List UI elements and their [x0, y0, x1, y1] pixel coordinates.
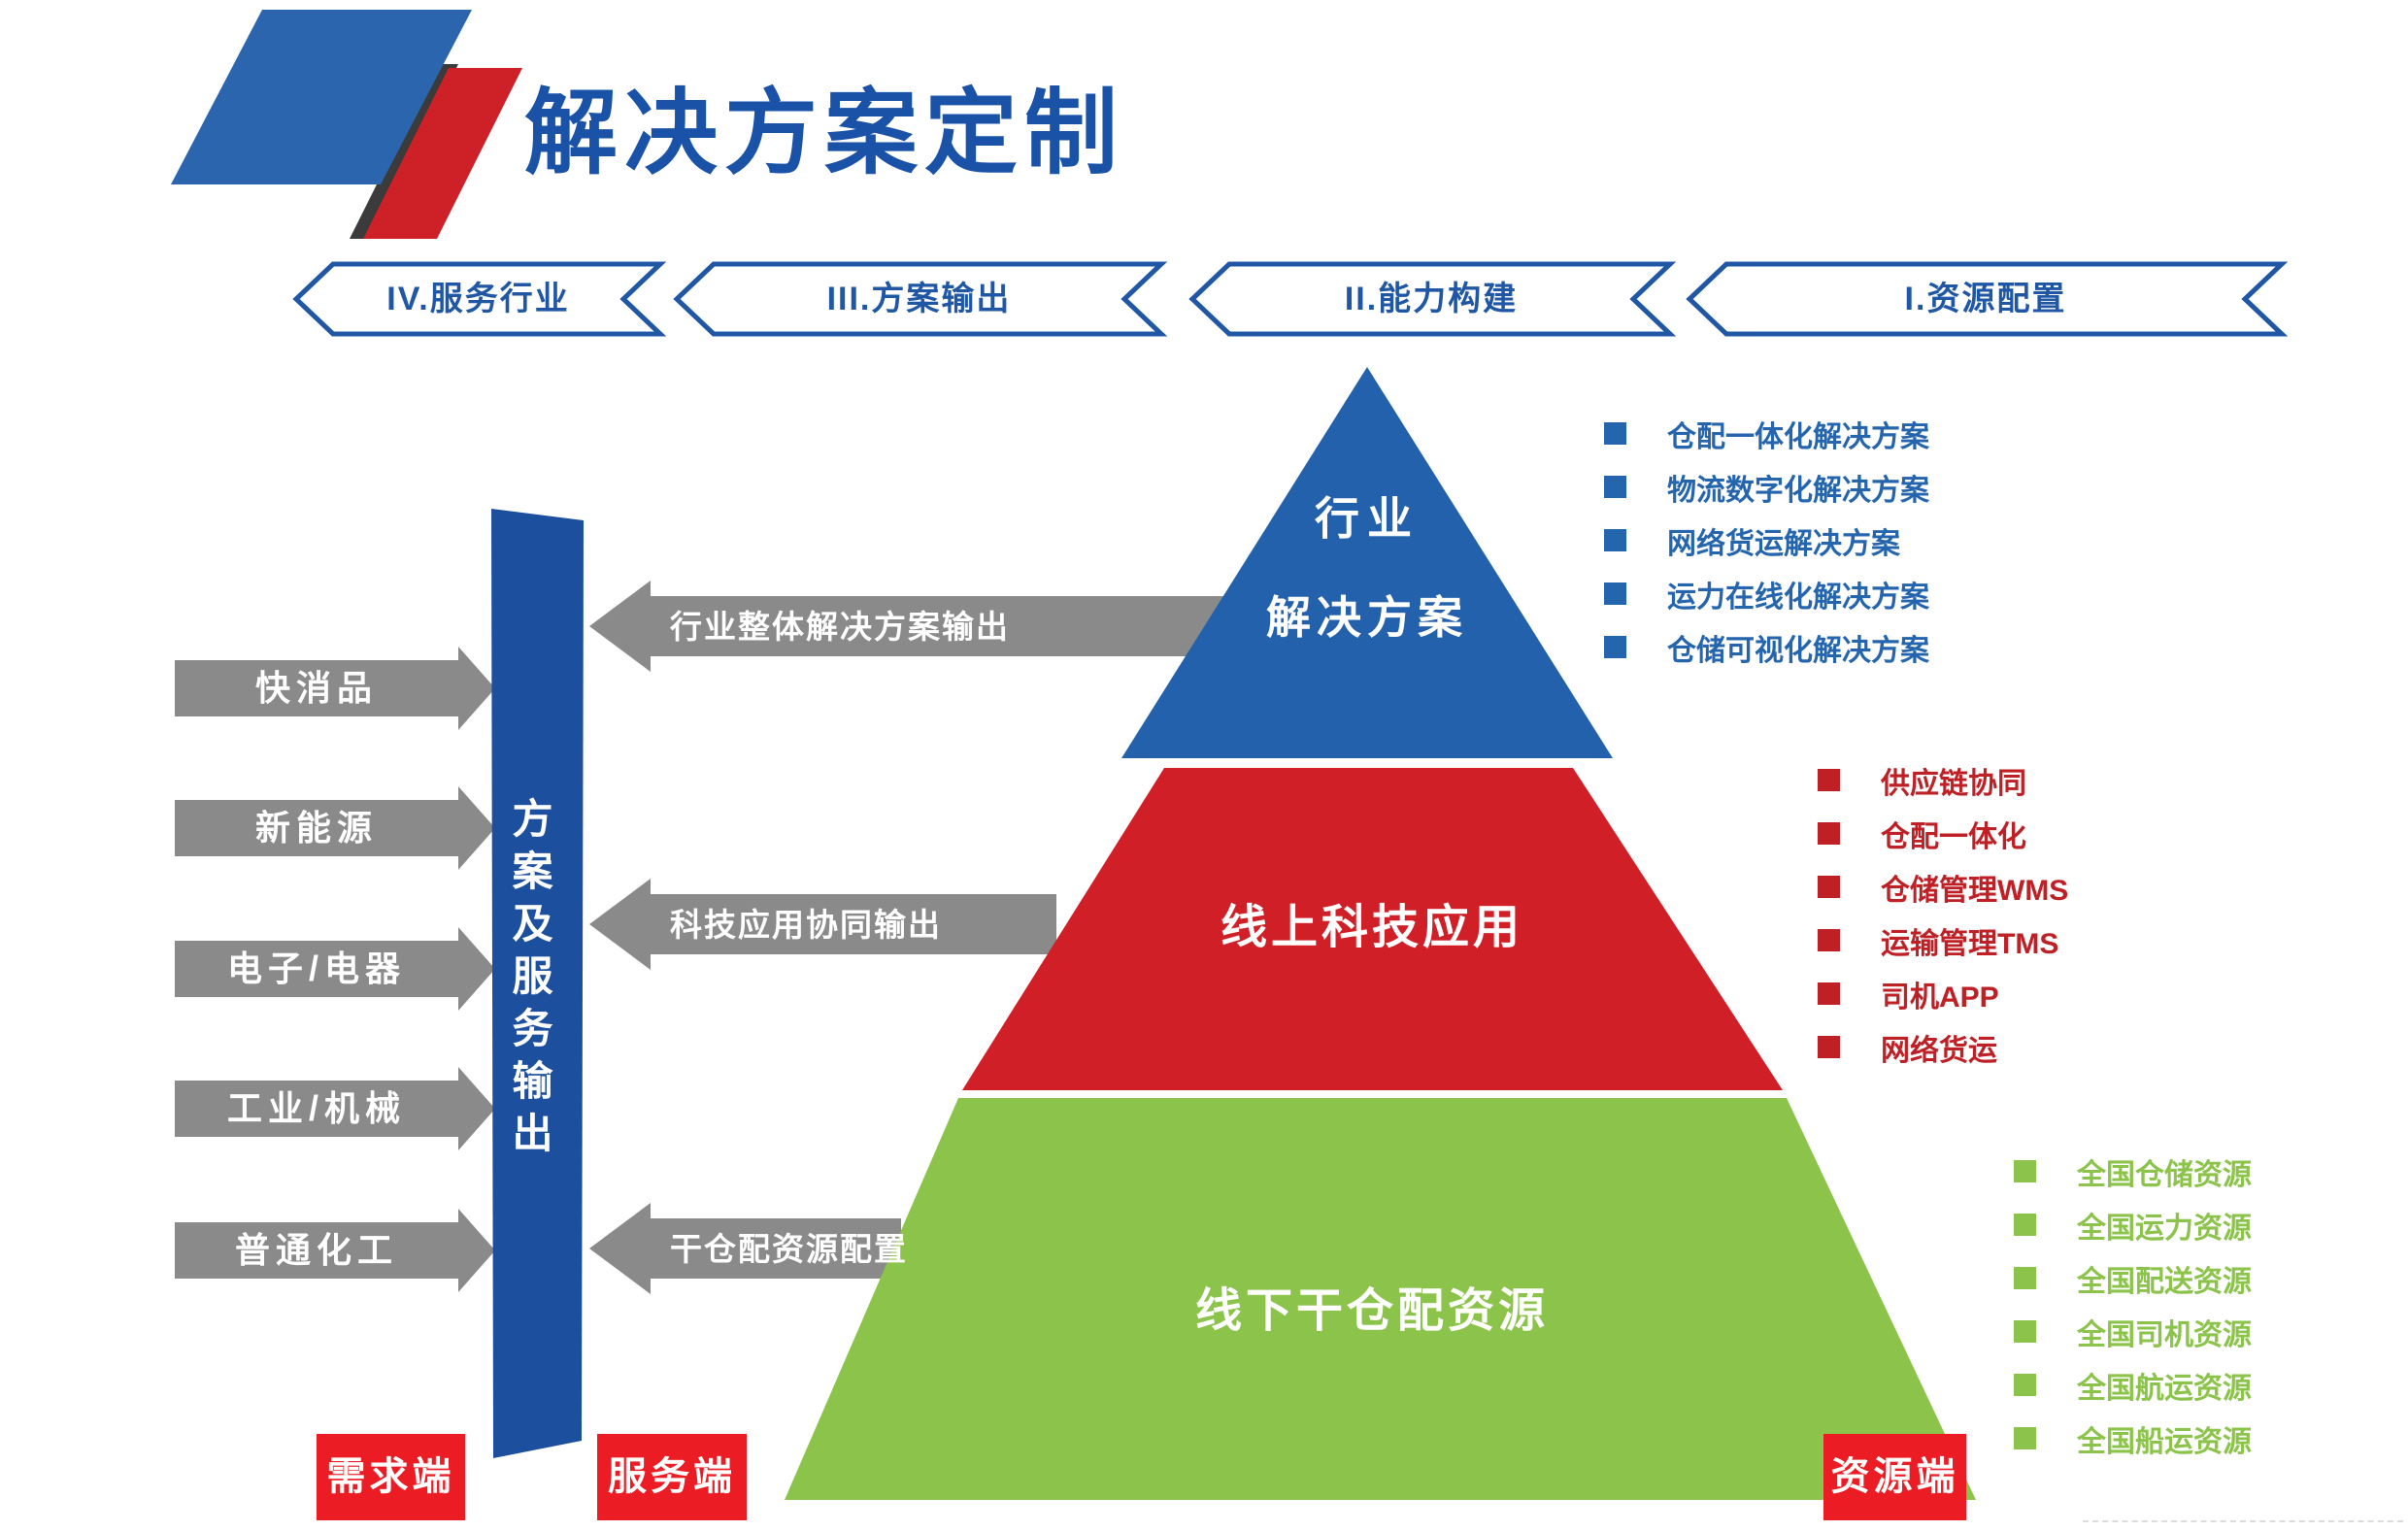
- output-arrow-label-2: 科技应用协同输出: [670, 907, 942, 943]
- resource-list: 全国仓储资源 全国运力资源 全国配送资源 全国司机资源 全国航运资源 全国船运资…: [2014, 1145, 2252, 1465]
- output-arrow-1: [589, 581, 1225, 672]
- bullet-square-icon: [2014, 1374, 2036, 1396]
- bullet-square-icon: [1818, 982, 1840, 1005]
- list-item-label: 仓配一体化解决方案: [1667, 420, 1929, 453]
- output-arrow-3: [589, 1203, 901, 1294]
- industry-arrow-5: [175, 1209, 495, 1292]
- list-item: 全国运力资源: [2014, 1198, 2252, 1251]
- list-item-label: 网络货运解决方案: [1667, 527, 1900, 560]
- tech-list: 供应链协同 仓配一体化 仓储管理WMS 运输管理TMS 司机APP 网络货运: [1818, 753, 2068, 1074]
- list-item-label: 全国运力资源: [2077, 1212, 2252, 1245]
- list-item: 全国仓储资源: [2014, 1145, 2252, 1198]
- pyramid-top-layer: [1121, 367, 1613, 758]
- stage-chevron-3: [673, 261, 1168, 337]
- stage-chevron-1: [1686, 261, 2289, 337]
- bullet-square-icon: [1818, 822, 1840, 845]
- list-item-label: 运输管理TMS: [1881, 927, 2059, 960]
- industry-label-4: 工业/机械: [226, 1088, 406, 1128]
- list-item: 全国司机资源: [2014, 1305, 2252, 1358]
- industry-label-2: 新能源: [254, 808, 378, 848]
- list-item-label: 仓储可视化解决方案: [1667, 634, 1929, 667]
- pyramid-top-text-line2: 解决方案: [1266, 592, 1468, 643]
- stage-label-4: IV.服务行业: [386, 281, 570, 317]
- list-item: 全国配送资源: [2014, 1251, 2252, 1305]
- pyramid-middle-layer: [962, 768, 1783, 1090]
- bullet-square-icon: [1818, 1036, 1840, 1058]
- list-item-label: 全国仓储资源: [2077, 1158, 2252, 1191]
- bullet-square-icon: [2014, 1320, 2036, 1343]
- list-item-label: 仓配一体化: [1881, 820, 2026, 853]
- list-item-label: 司机APP: [1881, 981, 1999, 1014]
- list-item: 司机APP: [1818, 967, 2068, 1020]
- bullet-square-icon: [2014, 1160, 2036, 1182]
- output-bar-label: 方案及服务输出: [507, 797, 552, 1164]
- logo-red-shape: [363, 68, 522, 239]
- list-item: 运力在线化解决方案: [1604, 567, 1929, 620]
- list-item-label: 全国司机资源: [2077, 1318, 2252, 1351]
- dashed-divider: [2083, 1520, 2403, 1522]
- industry-label-1: 快消品: [254, 668, 378, 708]
- industry-label-3: 电子/电器: [226, 949, 406, 988]
- bullet-square-icon: [1604, 582, 1626, 605]
- bullet-square-icon: [1818, 769, 1840, 791]
- list-item: 物流数字化解决方案: [1604, 460, 1929, 514]
- list-item-label: 运力在线化解决方案: [1667, 581, 1929, 614]
- bullet-square-icon: [2014, 1214, 2036, 1236]
- industry-arrow-3: [175, 927, 495, 1011]
- list-item: 网络货运解决方案: [1604, 514, 1929, 567]
- stage-label-2: II.能力构建: [1344, 281, 1519, 317]
- pyramid-bottom-layer: [785, 1098, 1976, 1500]
- list-item-label: 供应链协同: [1881, 767, 2026, 800]
- list-item: 仓储可视化解决方案: [1604, 620, 1929, 674]
- endpoint-resource: 资源端: [1823, 1434, 1966, 1520]
- industry-arrow-2: [175, 786, 495, 870]
- output-arrow-label-1: 行业整体解决方案输出: [670, 609, 1010, 645]
- bullet-square-icon: [1818, 876, 1840, 898]
- list-item-label: 物流数字化解决方案: [1667, 474, 1929, 507]
- industry-label-5: 普通化工: [234, 1230, 398, 1270]
- logo-blue-shape: [171, 10, 472, 184]
- endpoint-service: 服务端: [597, 1434, 747, 1520]
- list-item: 全国船运资源: [2014, 1412, 2252, 1465]
- stage-label-3: III.方案输出: [826, 281, 1012, 317]
- list-item: 供应链协同: [1818, 753, 2068, 807]
- bullet-square-icon: [1604, 422, 1626, 445]
- bullet-square-icon: [1604, 636, 1626, 658]
- bullet-square-icon: [1604, 529, 1626, 551]
- list-item: 仓配一体化解决方案: [1604, 407, 1929, 460]
- list-item: 运输管理TMS: [1818, 914, 2068, 967]
- list-item: 网络货运: [1818, 1020, 2068, 1074]
- industry-arrow-1: [175, 647, 495, 730]
- industry-arrow-4: [175, 1067, 495, 1150]
- output-arrow-2: [589, 879, 1056, 970]
- bullet-square-icon: [2014, 1427, 2036, 1449]
- list-item: 全国航运资源: [2014, 1358, 2252, 1412]
- list-item-label: 仓储管理WMS: [1881, 874, 2069, 907]
- solution-list: 仓配一体化解决方案 物流数字化解决方案 网络货运解决方案 运力在线化解决方案 仓…: [1604, 407, 1929, 674]
- output-bar-shape: [491, 509, 584, 1458]
- pyramid-bottom-text: 线下干仓配资源: [1194, 1285, 1549, 1337]
- list-item-label: 网络货运: [1881, 1034, 1997, 1067]
- list-item-label: 全国配送资源: [2077, 1265, 2252, 1298]
- bullet-square-icon: [1818, 929, 1840, 951]
- bullet-square-icon: [1604, 476, 1626, 498]
- endpoint-demand: 需求端: [317, 1434, 465, 1520]
- list-item: 仓配一体化: [1818, 807, 2068, 860]
- output-arrow-label-3: 干仓配资源配置: [670, 1231, 908, 1267]
- stage-chevron-2: [1188, 261, 1677, 337]
- list-item-label: 全国航运资源: [2077, 1372, 2252, 1405]
- stage-chevron-4: [292, 261, 667, 337]
- stage-label-1: I.资源配置: [1904, 281, 2067, 317]
- pyramid-middle-text: 线上科技应用: [1220, 902, 1523, 953]
- bullet-square-icon: [2014, 1267, 2036, 1289]
- list-item-label: 全国船运资源: [2077, 1425, 2252, 1458]
- page-title: 解决方案定制: [524, 82, 1124, 185]
- list-item: 仓储管理WMS: [1818, 860, 2068, 914]
- pyramid-top-text-line1: 行业: [1315, 493, 1420, 544]
